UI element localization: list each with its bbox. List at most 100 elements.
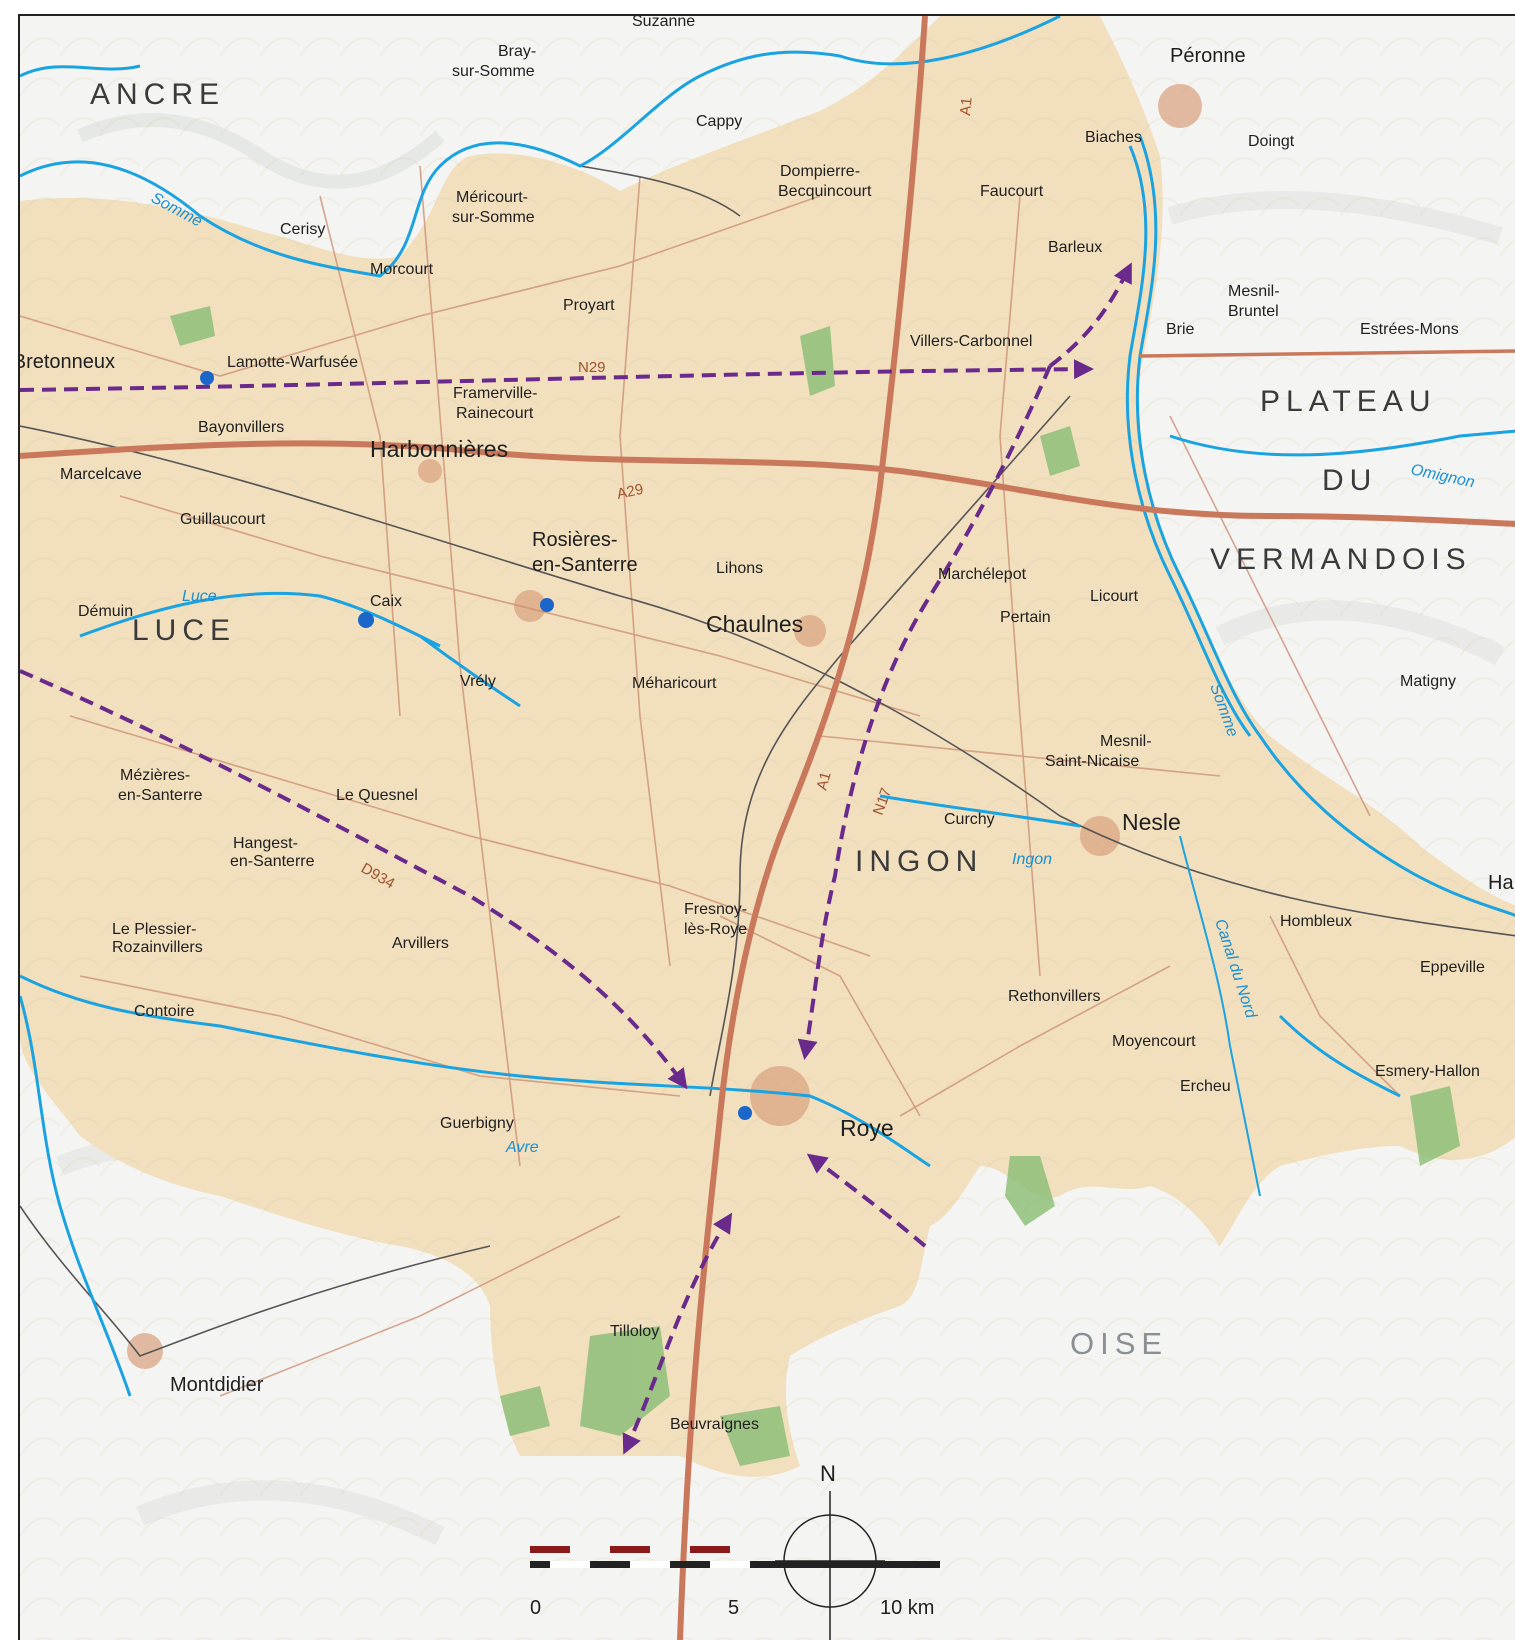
town-curchy: Curchy (944, 811, 995, 828)
region-ingon: INGON (855, 845, 983, 878)
route-se (806, 1153, 927, 1248)
river-luce: Luce (182, 588, 217, 605)
town-morcourt: Morcourt (370, 261, 434, 278)
town-le-plessier: Le Plessier- (112, 921, 196, 938)
route-n29 (20, 359, 1094, 392)
scale-tick-10: 10 km (880, 1597, 934, 1619)
town-le-quesnel: Le Quesnel (336, 787, 418, 804)
scale-bar: 0 5 10 km (530, 1546, 940, 1619)
map-canvas[interactable]: ANCRE LUCE PLATEAU DU VERMANDOIS INGON O… (20, 16, 1515, 1640)
town-bray: Bray- (498, 43, 536, 60)
town-vrely: Vrély (460, 673, 496, 690)
town-fresnoy-2: lès-Roye (684, 921, 747, 938)
town-pertain: Pertain (1000, 609, 1051, 626)
river-avre: Avre (505, 1139, 539, 1156)
route-arrows (20, 262, 1132, 1455)
town-mezieres-2: en-Santerre (118, 787, 203, 804)
town-cerisy: Cerisy (280, 221, 325, 238)
town-ercheu: Ercheu (1180, 1078, 1231, 1095)
town-hangest-2: en-Santerre (230, 853, 315, 870)
town-meharicourt: Méharicourt (632, 675, 717, 692)
n29-road (1139, 349, 1515, 358)
town-framerville-2: Rainecourt (456, 405, 534, 422)
town-suzanne: Suzanne (632, 16, 695, 30)
town-mericourt-2: sur-Somme (452, 209, 535, 226)
town-rosieres: Rosières- (532, 529, 618, 551)
a29-motorway (20, 440, 1515, 527)
town-harbonnieres: Harbonnières (370, 436, 508, 462)
town-montdidier: Montdidier (170, 1374, 264, 1396)
road-a1-south: A1 (813, 770, 834, 792)
scale-tick-0: 0 (530, 1597, 541, 1619)
region-oise: OISE (1070, 1326, 1168, 1361)
town-villers-bretonneux: Villers-Bretonneux (20, 351, 115, 373)
town-brie: Brie (1166, 321, 1195, 338)
railways (20, 165, 1515, 1357)
marker-rosieres (540, 598, 554, 612)
town-hombleux: Hombleux (1280, 913, 1352, 930)
route-d934 (20, 669, 688, 1090)
town-lamotte: Lamotte-Warfusée (227, 354, 358, 371)
town-roye: Roye (840, 1115, 894, 1141)
town-licourt: Licourt (1090, 588, 1139, 605)
map-frame: ANCRE LUCE PLATEAU DU VERMANDOIS INGON O… (18, 14, 1515, 1640)
town-mesnil-nicaise: Mesnil- (1100, 733, 1152, 750)
town-faucourt: Faucourt (980, 183, 1044, 200)
town-matigny: Matigny (1400, 673, 1456, 690)
route-barleux (1048, 262, 1132, 368)
road-a1-north: A1 (957, 97, 976, 117)
route-n17 (797, 365, 1052, 1060)
town-le-plessier-2: Rozainvillers (112, 939, 203, 956)
town-tilloloy: Tilloloy (610, 1323, 659, 1340)
town-fresnoy: Fresnoy- (684, 901, 747, 918)
town-chaulnes: Chaulnes (706, 611, 803, 637)
marker-lamotte (200, 371, 214, 385)
town-dompierre-2: Becquincourt (778, 183, 872, 200)
route-south (622, 1212, 733, 1455)
town-mesnil-bruntel-2: Bruntel (1228, 303, 1279, 320)
town-demuin: Démuin (78, 603, 133, 620)
site-markers (200, 371, 752, 1120)
town-guillaucourt: Guillaucourt (180, 511, 266, 528)
town-labels: Suzanne Bray- sur-Somme Péronne Cappy Bi… (20, 16, 1515, 1433)
town-rosieres-2: en-Santerre (532, 554, 638, 576)
urban-areas (127, 84, 1202, 1369)
town-villers-carbonnel: Villers-Carbonnel (910, 333, 1032, 350)
town-lihons: Lihons (716, 560, 763, 577)
town-mesnil-nicaise-2: Saint-Nicaise (1045, 753, 1139, 770)
town-mezieres: Mézières- (120, 767, 190, 784)
region-labels: ANCRE LUCE PLATEAU DU VERMANDOIS INGON O… (90, 78, 1466, 1361)
town-contoire: Contoire (134, 1003, 195, 1020)
town-nesle: Nesle (1122, 809, 1181, 835)
town-eppeville: Eppeville (1420, 959, 1485, 976)
town-dompierre: Dompierre- (780, 163, 860, 180)
road-n29: N29 (578, 359, 606, 376)
town-mesnil-bruntel: Mesnil- (1228, 283, 1280, 300)
town-arvillers: Arvillers (392, 935, 449, 952)
region-ancre: ANCRE (90, 78, 225, 111)
town-caix: Caix (370, 593, 402, 610)
town-peronne: Péronne (1170, 45, 1246, 67)
town-beuvraignes: Beuvraignes (670, 1416, 759, 1433)
town-proyart: Proyart (563, 297, 615, 314)
region-luce: LUCE (132, 614, 236, 647)
town-rethonvillers: Rethonvillers (1008, 988, 1100, 1005)
town-framerville: Framerville- (453, 385, 537, 402)
town-esmery: Esmery-Hallon (1375, 1063, 1480, 1080)
marker-roye (738, 1106, 752, 1120)
town-bayonvillers: Bayonvillers (198, 419, 284, 436)
town-moyencourt: Moyencourt (1112, 1033, 1196, 1050)
town-cappy: Cappy (696, 113, 742, 130)
marker-caix (358, 612, 374, 628)
town-hangest: Hangest- (233, 835, 298, 852)
town-marchelepot: Marchélepot (938, 566, 1027, 583)
town-biaches: Biaches (1085, 129, 1142, 146)
town-bray-2: sur-Somme (452, 63, 535, 80)
region-plateau: PLATEAU (1260, 385, 1437, 418)
compass-north: N (820, 1461, 836, 1486)
town-guerbigny: Guerbigny (440, 1115, 514, 1132)
scale-tick-5: 5 (728, 1597, 739, 1619)
land-relief (20, 16, 1515, 1640)
town-mericourt: Méricourt- (456, 189, 528, 206)
town-barleux: Barleux (1048, 239, 1102, 256)
